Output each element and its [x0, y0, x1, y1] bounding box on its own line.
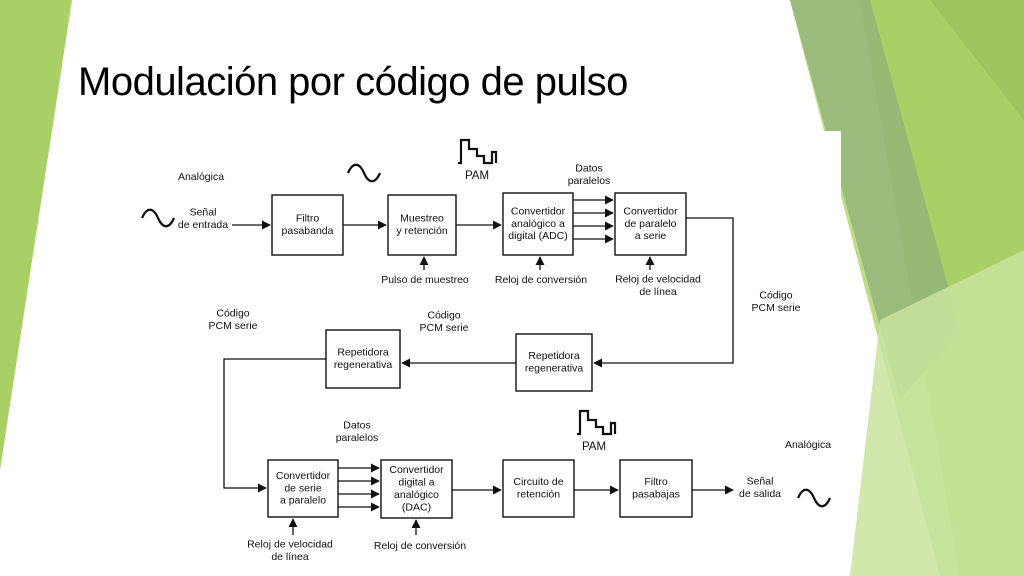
- reloj-velocidad-top-label-line-2: de línea: [639, 286, 677, 298]
- dac-block-box: [380, 459, 453, 519]
- filtro-pasabanda-block-label-line-2: pasabanda: [282, 225, 334, 237]
- dac-block-label-line-1: Convertidor: [389, 464, 444, 476]
- filtro-pasabajas-block-label-line-2: pasabajas: [632, 488, 680, 500]
- paralelo-serie-block-label-line-2: de paralelo: [625, 218, 677, 230]
- senal-salida-label-line-2: de salida: [739, 488, 781, 500]
- paralelo-serie-block-box: [614, 192, 687, 256]
- adc-block-box: [502, 192, 574, 256]
- serie-paralelo-block-label-line-3: a paralelo: [280, 495, 326, 507]
- analogica-output-label: Analógica: [785, 439, 831, 451]
- muestreo-retencion-block-label-line-2: y retención: [396, 225, 448, 237]
- pam-pulse-top-icon: [458, 138, 498, 165]
- paralelo-serie-block-label-line-3: a serie: [635, 230, 667, 242]
- senal-salida-label-line-1: Señal: [747, 476, 774, 488]
- muestreo-retencion-block-box: [387, 194, 457, 256]
- right-accent-shape-3: [790, 0, 960, 400]
- pam-top-label: PAM: [465, 170, 489, 182]
- filtro-pasabajas-block-label-line-1: Filtro: [644, 476, 667, 488]
- repetidora-regenerativa-right-block-label-line-1: Repetidora: [528, 350, 580, 362]
- circuito-retencion-block-label-line-1: Circuito de: [513, 476, 563, 488]
- slide-title: Modulación por código de pulso: [78, 60, 628, 104]
- senal-entrada-label-line-1: Señal: [190, 207, 217, 219]
- pam-pulse-bottom-icon: [577, 409, 617, 436]
- dac-block-label-line-4: (DAC): [402, 501, 431, 513]
- left-accent-shape: [0, 0, 72, 470]
- sine-wave-output-icon: [796, 488, 832, 508]
- wire-repetidora-to-serie-paralelo: [223, 358, 326, 493]
- serie-paralelo-block-box: [267, 459, 339, 518]
- repetidora-regenerativa-left-block-box: [325, 329, 401, 389]
- codigo-pcm-left-label-line-2: PCM serie: [208, 320, 257, 332]
- repetidora-regenerativa-left-block-label-line-1: Repetidora: [337, 347, 389, 359]
- pam-bottom-label: PAM: [582, 441, 606, 453]
- codigo-pcm-mid-label-line-1: Código: [427, 310, 460, 322]
- reloj-conversion-top-label: Reloj de conversión: [495, 274, 587, 286]
- sine-wave-filtered-icon: [346, 163, 382, 183]
- datos-paralelos-top-label-line-2: paralelos: [568, 175, 611, 187]
- repetidora-regenerativa-right-block-box: [515, 333, 593, 392]
- codigo-pcm-right-label-line-2: PCM serie: [751, 302, 800, 314]
- serie-paralelo-block-label-line-2: de serie: [284, 482, 322, 494]
- reloj-conversion-bottom-label: Reloj de conversión: [374, 540, 466, 552]
- reloj-velocidad-bottom-label-line-2: de línea: [271, 551, 309, 563]
- senal-entrada-label-line-2: de entrada: [178, 219, 228, 231]
- sine-wave-input-icon: [140, 208, 176, 228]
- analogica-input-label: Analógica: [178, 171, 224, 183]
- reloj-velocidad-bottom-label-line-1: Reloj de velocidad: [247, 539, 333, 551]
- adc-block-label-line-3: digital (ADC): [508, 230, 568, 242]
- filtro-pasabanda-block-label-line-1: Filtro: [296, 213, 319, 225]
- paralelo-serie-block-label-line-1: Convertidor: [623, 205, 678, 217]
- datos-paralelos-bottom-label-line-1: Datos: [343, 420, 370, 432]
- serie-paralelo-block-label-line-1: Convertidor: [276, 470, 331, 482]
- circuito-retencion-block-label-line-2: retención: [517, 488, 560, 500]
- wires-layer: [223, 195, 734, 535]
- right-accent-shape-4: [850, 250, 1024, 576]
- repetidora-regenerativa-left-block-label-line-2: regenerativa: [334, 359, 393, 371]
- right-accent-shape-5: [930, 0, 1024, 120]
- muestreo-retencion-block-label-line-1: Muestreo: [400, 213, 444, 225]
- datos-paralelos-bottom-label-line-2: paralelos: [336, 432, 379, 444]
- filtro-pasabanda-block-box: [271, 194, 344, 256]
- wire-paralelo-serie-to-repetidora: [593, 217, 734, 368]
- dac-block-label-line-2: digital a: [398, 477, 434, 489]
- adc-block-label-line-1: Convertidor: [511, 205, 566, 217]
- codigo-pcm-left-label-line-1: Código: [216, 308, 249, 320]
- filtro-pasabajas-block-box: [619, 459, 693, 518]
- codigo-pcm-mid-label-line-2: PCM serie: [419, 322, 468, 334]
- datos-paralelos-top-label-line-1: Datos: [575, 163, 602, 175]
- codigo-pcm-right-label-line-1: Código: [759, 290, 792, 302]
- repetidora-regenerativa-right-block-label-line-2: regenerativa: [525, 362, 584, 374]
- circuito-retencion-block-box: [502, 459, 575, 518]
- pulso-muestreo-label: Pulso de muestreo: [381, 274, 469, 286]
- icons-layer: [140, 138, 832, 508]
- reloj-velocidad-top-label-line-1: Reloj de velocidad: [615, 274, 701, 286]
- adc-block-label-line-2: analógico a: [511, 218, 565, 230]
- dac-block-label-line-3: analógico: [394, 489, 439, 501]
